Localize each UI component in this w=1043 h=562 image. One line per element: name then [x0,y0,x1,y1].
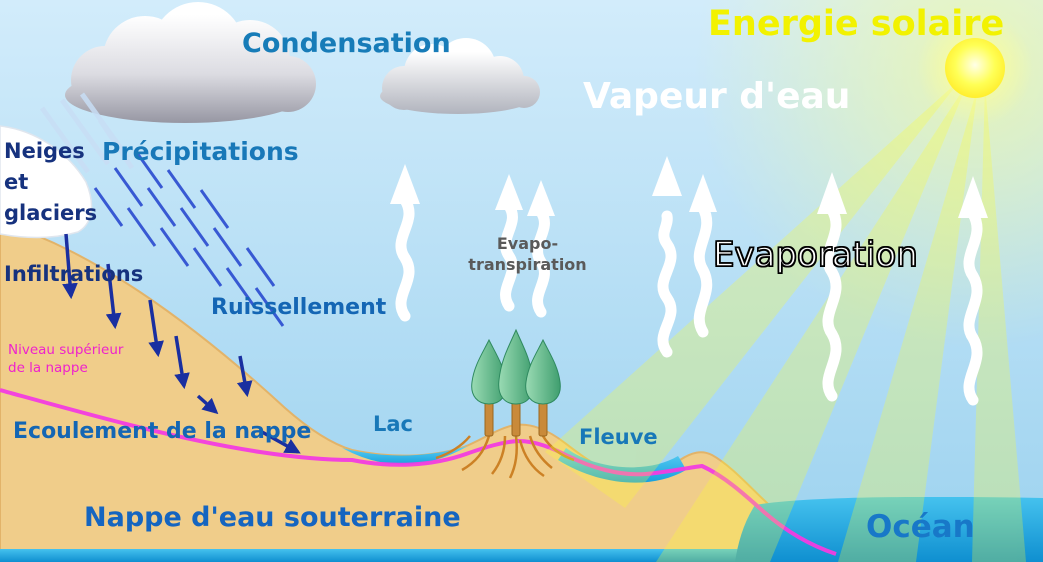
label-niveau-nappe: Niveau supérieur de la nappe [8,341,123,377]
label-precipitations: Précipitations [102,137,299,166]
label-evaporation: Evaporation [712,235,918,276]
label-ruissellement: Ruissellement [211,295,387,320]
sun-rays [545,78,1026,562]
label-ocean: Océan [866,509,975,545]
cloud-left [65,2,316,123]
label-niveau-line2: de la nappe [8,360,88,376]
label-infiltrations: Infiltrations [4,262,144,286]
lake [342,446,468,465]
tree-foliage [471,328,561,405]
snow-glacier [0,125,93,239]
water-table-line [0,388,837,556]
label-energie-solaire: Energie solaire [708,4,1005,44]
label-evapotranspiration: Evapo- transpiration [455,233,600,275]
label-fleuve: Fleuve [579,425,658,449]
label-ecoulement-nappe: Ecoulement de la nappe [13,419,312,444]
label-nappe-souterraine: Nappe d'eau souterraine [84,502,461,533]
label-neiges-glaciers: Neiges et glaciers [4,136,97,229]
glacier-streaks [39,92,135,174]
label-niveau-line1: Niveau supérieur [8,342,124,358]
tree-roots [435,435,575,479]
infiltration-arrows [62,233,301,454]
cloud-center [380,38,540,114]
label-evapo-line2: transpiration [468,255,587,274]
label-evapo-line1: Evapo- [496,234,559,253]
label-neiges-line1: Neiges [4,139,85,163]
label-neiges-line2: et [4,170,29,194]
evaporation-arrows [390,156,988,406]
label-lac: Lac [373,412,414,436]
label-vapeur-deau: Vapeur d'eau [583,76,851,117]
trees [435,328,575,479]
sun [917,10,1033,126]
rain-lines [93,149,285,327]
label-neiges-line3: glaciers [4,201,98,225]
label-condensation: Condensation [242,28,451,59]
